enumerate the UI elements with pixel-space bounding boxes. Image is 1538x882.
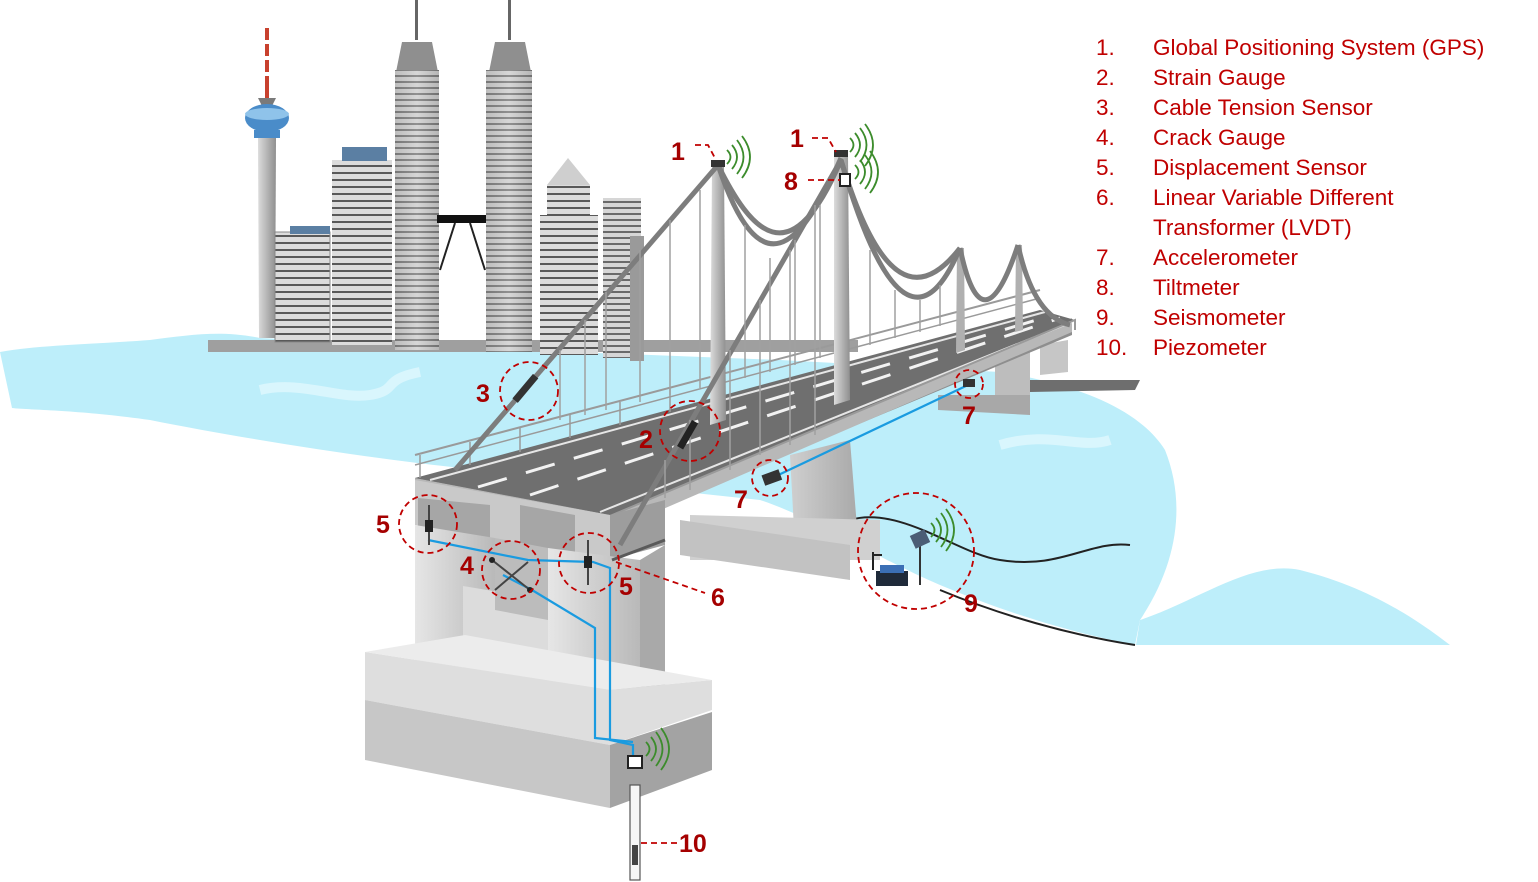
sensor-legend: 1.Global Positioning System (GPS) 2.Stra… [1096,33,1484,363]
callout-tiltmeter: 8 [784,168,798,196]
sensor-icon [489,557,533,593]
sensors [425,150,975,881]
gps-icon [834,150,848,157]
sensor-icon [425,505,433,545]
legend-item: 6.Linear Variable Different Transformer … [1096,185,1394,240]
signal-icon [645,123,955,771]
legend-item: 10.Piezometer [1096,335,1267,360]
legend-item: 3.Cable Tension Sensor [1096,95,1373,120]
bridge [365,155,1140,808]
legend-item: 4.Crack Gauge [1096,125,1286,150]
callout-accelerometer-far: 7 [962,402,976,430]
solar-panel-icon [909,529,931,585]
data-logger-icon [872,552,908,586]
callout-labels: 1 1 8 3 2 7 7 5 4 5 6 9 10 [376,125,978,858]
legend-item: 7.Accelerometer [1096,245,1299,270]
callout-markers [398,137,984,844]
callout-displacement-left: 5 [376,511,390,539]
legend-item: 1.Global Positioning System (GPS) [1096,35,1485,60]
callout-gps-right: 1 [790,125,804,153]
callout-crack-gauge: 4 [460,552,474,580]
legend-item: 5.Displacement Sensor [1096,155,1367,180]
gps-icon [711,160,725,167]
callout-accelerometer-mid: 7 [734,486,748,514]
callout-piezometer: 10 [679,830,707,858]
callout-seismometer: 9 [964,590,978,618]
legend-item: 8.Tiltmeter [1096,275,1240,300]
callout-lvdt: 6 [711,584,725,612]
callout-displacement-right: 5 [619,573,633,601]
city-skyline [208,0,858,361]
legend-item: 9.Seismometer [1096,305,1286,330]
callout-strain-gauge: 2 [639,426,653,454]
sensor-icon [584,540,592,585]
callout-gps-left: 1 [671,138,685,166]
legend-item: 2.Strain Gauge [1096,65,1286,90]
callout-cable-tension: 3 [476,380,490,408]
